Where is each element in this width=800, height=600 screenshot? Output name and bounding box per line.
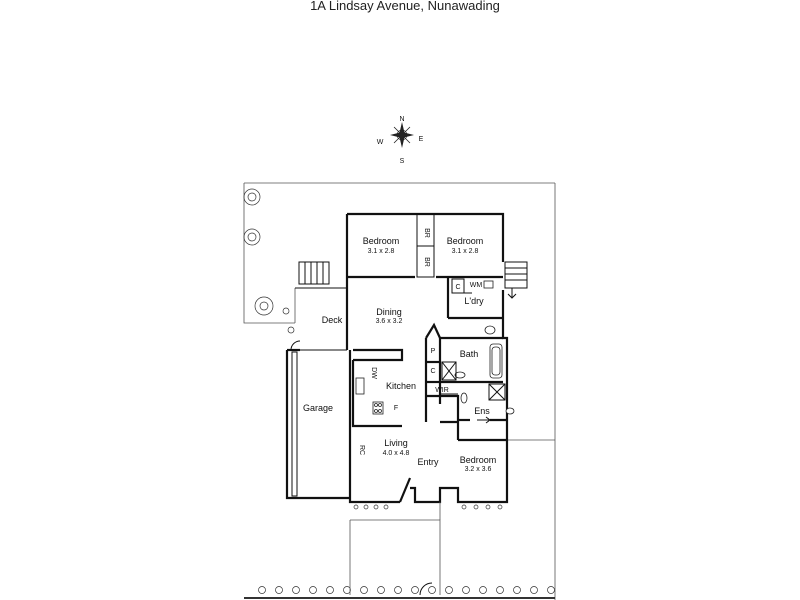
hedge-shrub [326,586,334,594]
hedge-shrub [292,586,300,594]
room-label-bedroom2: Bedroom [447,236,484,246]
hedge-shrub [513,586,521,594]
room-label-garage: Garage [303,403,333,413]
label-wm: WM [470,282,483,289]
label-c2: C [430,368,435,375]
label-c1: C [455,284,460,291]
hedge-shrub [309,586,317,594]
window-marker [461,504,467,510]
hedge-shrub [377,586,385,594]
label-br2: BR [423,257,430,267]
fixtures [355,325,515,424]
room-label-bedroom3: Bedroom [460,455,497,465]
hedge-shrub [428,586,436,594]
room-dims-bedroom2: 3.1 x 2.8 [452,248,479,255]
site-boundary [243,182,556,600]
hedge-shrub [258,586,266,594]
interior-walls [347,213,507,442]
room-label-dining: Dining [376,307,402,317]
room-label-living: Living [384,438,408,448]
hedge-shrub [360,586,368,594]
window-marker [383,504,389,510]
room-label-bath: Bath [460,349,479,359]
hedge-shrub [479,586,487,594]
laundry-steps [504,261,528,299]
garage-outline [285,340,350,500]
hedge-shrub [394,586,402,594]
compass-e: E [419,136,424,143]
window-marker [473,504,479,510]
room-label-deck: Deck [322,315,343,325]
window-markers [353,504,503,510]
deck-steps [298,261,330,285]
room-label-bedroom1: Bedroom [363,236,400,246]
room-label-entry: Entry [417,457,439,467]
label-f: F [394,405,398,412]
room-label-laundry: L'dry [464,296,484,306]
window-marker [485,504,491,510]
hedge-shrub [547,586,555,594]
hedge-shrub [462,586,470,594]
label-rc: RC [358,445,365,455]
room-dims-bedroom3: 3.2 x 3.6 [465,466,492,473]
plan-title: 1A Lindsay Avenue, Nunawading [310,0,500,13]
compass-n: N [399,116,404,123]
room-dims-dining: 3.6 x 3.2 [376,318,403,325]
room-dims-living: 4.0 x 4.8 [383,450,410,457]
hedge-shrub [496,586,504,594]
room-label-kitchen: Kitchen [386,381,416,391]
compass-w: W [377,139,384,146]
room-dims-bedroom1: 3.1 x 2.8 [368,248,395,255]
driveway [244,502,555,599]
compass-icon [390,122,414,148]
window-marker [497,504,503,510]
label-br1: BR [423,228,430,238]
window-marker [373,504,379,510]
hedge-shrub [530,586,538,594]
hedge-shrub [275,586,283,594]
tree-icon [243,188,295,334]
label-dw: DW [370,367,377,379]
window-marker [363,504,369,510]
compass-s: S [400,158,405,165]
hedge-shrub [343,586,351,594]
hedge-shrub [445,586,453,594]
label-p: P [431,348,436,355]
house-walls [345,212,509,504]
hedge-shrub [411,586,419,594]
label-wir: WIR [435,387,449,394]
hedge-row [258,586,555,594]
room-label-ensuite: Ens [474,406,490,416]
window-marker [353,504,359,510]
